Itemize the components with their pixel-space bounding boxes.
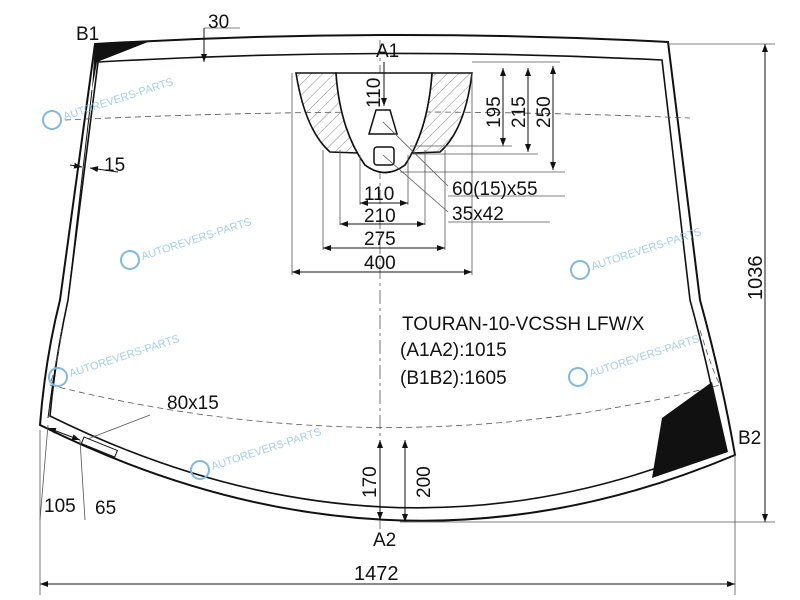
sensor-size-label: 60(15)x55 (452, 179, 538, 200)
dim-400: 400 (364, 253, 396, 274)
a1a2-measure: (A1A2):1015 (400, 340, 507, 361)
dim-275: 275 (364, 229, 396, 250)
svg-text:AUTOREVERS-PARTS: AUTOREVERS-PARTS (210, 426, 323, 473)
camera-size-label: 35x42 (452, 204, 504, 225)
svg-text:AUTOREVERS-PARTS: AUTOREVERS-PARTS (588, 333, 701, 380)
dim-total-width: 1472 (354, 563, 399, 585)
black-corner-top-left (92, 42, 148, 90)
dim-sensor-depth: 110 (364, 78, 385, 108)
dim-top-band: 30 (208, 12, 229, 33)
watermark-logo-icon: AUTOREVERS-PARTS (42, 76, 175, 130)
black-area-bottom-right (652, 382, 728, 478)
dim-200: 200 (414, 466, 435, 498)
point-a2: A2 (373, 530, 396, 551)
dim-110: 110 (364, 184, 394, 205)
dim-65: 65 (95, 498, 116, 519)
point-b1: B1 (76, 24, 99, 45)
dim-195: 195 (484, 96, 505, 128)
vin-window-label: 80x15 (167, 393, 219, 414)
svg-text:AUTOREVERS-PARTS: AUTOREVERS-PARTS (140, 216, 253, 263)
dim-210: 210 (364, 206, 396, 227)
watermark-logo-icon: AUTOREVERS-PARTS (48, 333, 181, 387)
watermark-logo-icon: AUTOREVERS-PARTS (190, 426, 323, 480)
dimension-lines (39, 27, 775, 595)
dim-side-band: 15 (104, 155, 125, 176)
dim-215: 215 (509, 96, 530, 128)
dim-250: 250 (534, 96, 555, 128)
point-a1: A1 (376, 41, 399, 62)
watermark-logo-icon: AUTOREVERS-PARTS (570, 226, 703, 280)
b1b2-measure: (B1B2):1605 (400, 368, 507, 389)
dim-170: 170 (360, 466, 381, 498)
watermark-logo-icon: AUTOREVERS-PARTS (568, 333, 701, 387)
model-code: TOURAN-10-VCSSH LFW/X (402, 314, 645, 335)
svg-text:AUTOREVERS-PARTS: AUTOREVERS-PARTS (68, 333, 181, 380)
point-b2: B2 (738, 428, 761, 449)
watermark-logo-icon: AUTOREVERS-PARTS (120, 216, 253, 270)
dim-total-height: 1036 (745, 256, 767, 301)
dim-105: 105 (44, 496, 76, 517)
